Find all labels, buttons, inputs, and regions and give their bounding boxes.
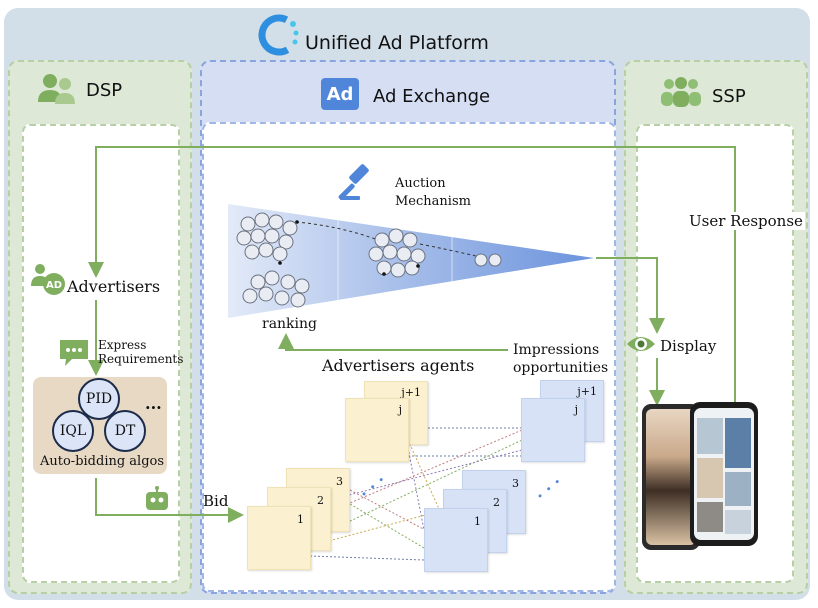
impression-card: 1: [424, 508, 488, 572]
algo-dt-label: DT: [114, 423, 136, 439]
impressions-label-line2: opportunities: [513, 360, 609, 376]
impression-card: j: [521, 398, 585, 462]
advertiser-ad-icon: AD: [30, 262, 66, 296]
algo-iql: IQL: [52, 410, 94, 452]
robot-icon: [143, 486, 171, 512]
dsp-label: DSP: [86, 80, 123, 101]
agents-label: Advertisers agents: [322, 356, 475, 375]
bid-label: Bid: [203, 492, 229, 510]
users-group-icon: [38, 72, 76, 106]
phone-front-image: [690, 402, 758, 546]
agent-card: j: [345, 398, 409, 462]
bubble-cluster: [236, 212, 310, 308]
algo-iql-label: IQL: [59, 423, 87, 439]
auction-label-line2: Mechanism: [395, 194, 471, 209]
bubble-cluster: [474, 253, 502, 267]
user-response-label: User Response: [687, 212, 805, 230]
ad-logo-text: Ad: [326, 83, 354, 105]
ssp-label: SSP: [712, 86, 746, 107]
ad-logo-icon: Ad: [321, 78, 359, 110]
platform-logo-icon: [256, 12, 302, 58]
auction-flow-arrow: [295, 221, 379, 241]
bid-arrow: [95, 478, 244, 523]
algos-more: ...: [145, 394, 162, 413]
auction-label-line1: Auction: [395, 176, 446, 191]
algo-pid-label: PID: [85, 391, 113, 407]
eye-icon: [626, 333, 656, 355]
advertisers-label: Advertisers: [67, 277, 161, 296]
algo-dt: DT: [104, 410, 146, 452]
ranking-arrow: [278, 333, 508, 351]
users-group-icon: [660, 76, 702, 110]
display-arrow: [596, 257, 665, 334]
algos-label: Auto-bidding algos: [40, 454, 165, 469]
svg-text:AD: AD: [46, 280, 62, 291]
agent-card: 1: [247, 506, 311, 570]
bubble-cluster: [368, 228, 426, 278]
chat-bubble-icon: [58, 338, 90, 368]
impressions-label-line1: Impressions: [513, 342, 600, 358]
display-label: Display: [660, 337, 717, 355]
express-label-line1: Express: [98, 338, 147, 352]
gavel-icon: [338, 162, 378, 202]
platform-title: Unified Ad Platform: [305, 32, 489, 54]
exchange-label: Ad Exchange: [373, 86, 491, 107]
user-response-arrow: [88, 146, 736, 410]
ranking-label: ranking: [262, 316, 317, 332]
express-label-line2: Requirements: [98, 352, 184, 366]
